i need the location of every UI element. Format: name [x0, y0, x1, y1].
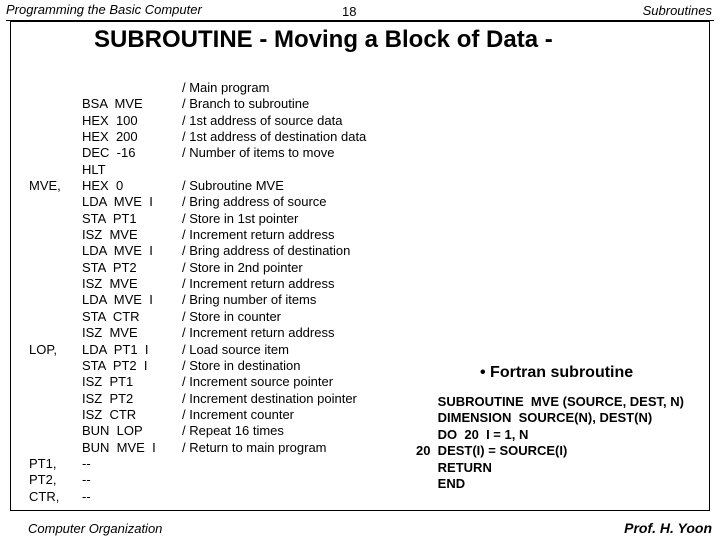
program-comment: / Bring address of destination: [182, 243, 351, 259]
program-comment: [182, 489, 366, 505]
program-comment: / Branch to subroutine: [182, 96, 310, 112]
program-instruction: STA PT2: [82, 259, 137, 275]
program-label: [29, 227, 61, 243]
slide-title: SUBROUTINE - Moving a Block of Data -: [94, 26, 553, 53]
program-label: [29, 243, 61, 259]
program-instruction: ISZ MVE: [82, 227, 138, 243]
program-comment: / 1st address of source data: [182, 112, 343, 128]
program-instruction: BUN LOP: [82, 423, 143, 439]
program-label: [29, 276, 61, 292]
program-label: [29, 260, 61, 276]
program-label: [29, 96, 61, 112]
program-label: [29, 211, 61, 227]
program-instruction: BUN MVE I: [82, 439, 156, 455]
program-instruction: DEC -16: [82, 145, 136, 161]
program-comment: [182, 162, 366, 178]
header-section-title: Subroutines: [642, 3, 712, 18]
program-comment: / Store in destination: [182, 357, 301, 373]
program-comment: / Bring number of items: [182, 292, 317, 308]
footer-author: Prof. H. Yoon: [624, 520, 712, 536]
program-label: [29, 80, 61, 96]
program-label: [29, 407, 61, 423]
program-comment: / Store in 2nd pointer: [182, 259, 303, 275]
program-label: [29, 325, 61, 341]
fortran-code-block: SUBROUTINE MVE (SOURCE, DEST, N) DIMENSI…: [416, 394, 684, 492]
program-label: PT2,: [29, 472, 57, 488]
header-course-title: Programming the Basic Computer: [6, 2, 202, 17]
program-instruction: BSA MVE: [82, 96, 143, 112]
fortran-line: DO 20 I = 1, N: [416, 426, 529, 442]
program-label: LOP,: [29, 341, 57, 357]
fortran-line: RETURN: [416, 459, 492, 475]
program-comment: / Return to main program: [182, 439, 327, 455]
program-instruction: --: [82, 472, 91, 488]
program-instruction: ISZ CTR: [82, 406, 137, 422]
program-comment: / Increment return address: [182, 276, 335, 292]
program-instruction: LDA MVE I: [82, 243, 153, 259]
program-comment: / Increment destination pointer: [182, 390, 357, 406]
comment-column: / Main program/ Branch to subroutine/ 1s…: [182, 80, 366, 505]
program-instruction: STA PT2 I: [82, 357, 148, 373]
program-comment: / Store in 1st pointer: [182, 210, 299, 226]
program-label: [29, 374, 61, 390]
program-instruction: LDA PT1 I: [82, 341, 149, 357]
footer-course: Computer Organization: [28, 521, 163, 536]
program-label: [29, 145, 61, 161]
program-instruction: ISZ PT1: [82, 374, 134, 390]
program-comment: [182, 456, 366, 472]
fortran-line: 20 DEST(I) = SOURCE(I): [416, 443, 568, 459]
program-comment: / Increment return address: [182, 227, 335, 243]
program-instruction: HEX 100: [82, 112, 138, 128]
fortran-line: DIMENSION SOURCE(N), DEST(N): [416, 410, 653, 426]
program-comment: / Load source item: [182, 341, 289, 357]
program-comment: / Increment return address: [182, 325, 335, 341]
program-label: [29, 129, 61, 145]
fortran-heading: • Fortran subroutine: [480, 364, 634, 381]
program-instruction: ISZ PT2: [82, 390, 134, 406]
program-label: MVE,: [29, 178, 61, 194]
fortran-line: END: [416, 476, 466, 492]
header-divider: [6, 20, 714, 21]
program-comment: [182, 472, 366, 488]
program-label: [29, 309, 61, 325]
program-comment: / Main program: [182, 80, 270, 95]
program-instruction: HEX 200: [82, 129, 138, 145]
label-column: MVE, LOP, PT1,PT2,CTR,: [29, 80, 61, 505]
program-instruction: STA PT1: [82, 210, 137, 226]
program-label: PT1,: [29, 455, 57, 471]
program-instruction: --: [82, 455, 91, 471]
program-instruction: [82, 80, 156, 96]
program-instruction: HLT: [82, 161, 106, 177]
page-number: 18: [342, 4, 357, 19]
program-label: [29, 194, 61, 210]
program-instruction: ISZ MVE: [82, 276, 138, 292]
program-label: [29, 391, 61, 407]
fortran-line: SUBROUTINE MVE (SOURCE, DEST, N): [416, 394, 684, 409]
slide-frame: [10, 21, 710, 511]
program-label: [29, 162, 61, 178]
program-label: [29, 423, 61, 439]
program-comment: / Number of items to move: [182, 145, 335, 161]
program-label: [29, 292, 61, 308]
program-label: [29, 358, 61, 374]
program-comment: / Store in counter: [182, 308, 281, 324]
program-comment: / Increment source pointer: [182, 374, 334, 390]
program-comment: / Subroutine MVE: [182, 178, 284, 194]
program-instruction: ISZ MVE: [82, 325, 138, 341]
program-label: [29, 113, 61, 129]
program-instruction: STA CTR: [82, 308, 140, 324]
program-instruction: LDA MVE I: [82, 292, 153, 308]
program-instruction: HEX 0: [82, 178, 124, 194]
program-label: CTR,: [29, 488, 60, 504]
program-comment: / Increment counter: [182, 406, 294, 422]
program-instruction: LDA MVE I: [82, 194, 153, 210]
program-comment: / 1st address of destination data: [182, 129, 367, 145]
program-instruction: --: [82, 488, 91, 504]
program-label: [29, 440, 61, 456]
program-comment: / Bring address of source: [182, 194, 327, 210]
program-comment: / Repeat 16 times: [182, 423, 284, 439]
